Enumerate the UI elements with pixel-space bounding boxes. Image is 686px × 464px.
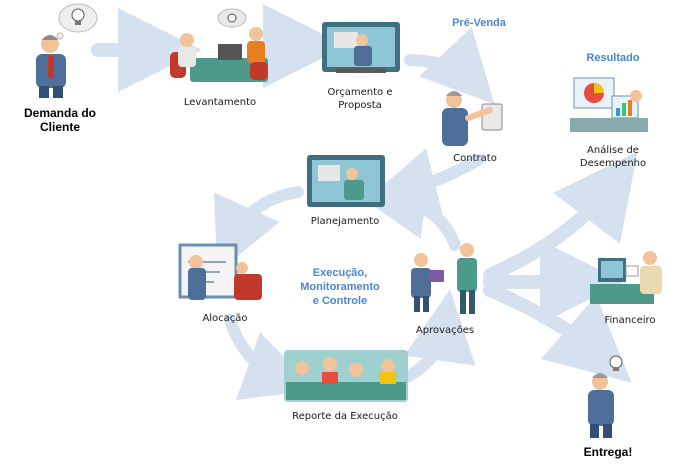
section-execucao: Execução, Monitoramento e Controle	[290, 266, 390, 308]
label-analise-line-2: Desempenho	[579, 158, 647, 169]
idea-bulb-icon	[71, 8, 85, 25]
label-levantamento: Levantamento	[183, 97, 257, 108]
label-contrato: Contrato	[453, 153, 497, 164]
section-execucao-line-1: Execução,	[312, 267, 368, 279]
arrow-orcamento-contrato	[404, 27, 495, 105]
section-execucao-line-2: Monitoramento	[300, 281, 380, 293]
charts-icon	[570, 77, 648, 132]
arrow-aprovacoes-planejamento	[354, 167, 461, 251]
arrow-aprovacoes-analise	[483, 151, 638, 282]
arrow-reporte-aprovacoes	[399, 289, 476, 384]
flow-arrows	[91, 4, 638, 401]
label-analise-line-1: Análise de	[587, 145, 639, 156]
label-aprovacoes: Aprovações	[415, 325, 475, 336]
label-demanda-line-1: Demanda do	[23, 106, 96, 120]
label-analise: Análise de Desempenho	[568, 144, 658, 170]
approval-icon	[411, 243, 477, 314]
delivery-icon	[588, 355, 623, 438]
section-pre-venda: Pré-Venda	[452, 17, 506, 29]
computer-icon	[322, 22, 400, 73]
label-orcamento: Orçamento e Proposta	[315, 86, 405, 112]
meeting-icon	[170, 8, 268, 82]
label-orcamento-line-2: Proposta	[338, 100, 382, 111]
label-orcamento-line-1: Orçamento e	[327, 87, 393, 98]
section-resultado: Resultado	[586, 52, 640, 64]
label-planejamento: Planejamento	[310, 216, 380, 227]
label-alocacao: Alocação	[202, 313, 248, 324]
handshake-icon	[442, 91, 503, 146]
team-table-icon	[284, 350, 408, 402]
label-reporte: Reporte da Execução	[292, 411, 398, 422]
section-execucao-line-3: e Controle	[312, 295, 368, 307]
label-entrega: Entrega!	[583, 445, 633, 459]
label-financeiro: Financeiro	[604, 315, 656, 326]
planning-computer-icon	[307, 155, 385, 207]
finance-desk-icon	[590, 251, 662, 304]
demanda-illustration	[36, 3, 98, 98]
arrow-aprovacoes-entrega	[483, 283, 632, 383]
label-demanda: Demanda do Cliente	[10, 106, 110, 134]
arrow-planejamento-alocacao	[213, 186, 304, 273]
arrow-alocacao-reporte	[224, 314, 316, 401]
whiteboard-icon	[178, 243, 262, 300]
label-demanda-line-2: Cliente	[39, 120, 80, 134]
